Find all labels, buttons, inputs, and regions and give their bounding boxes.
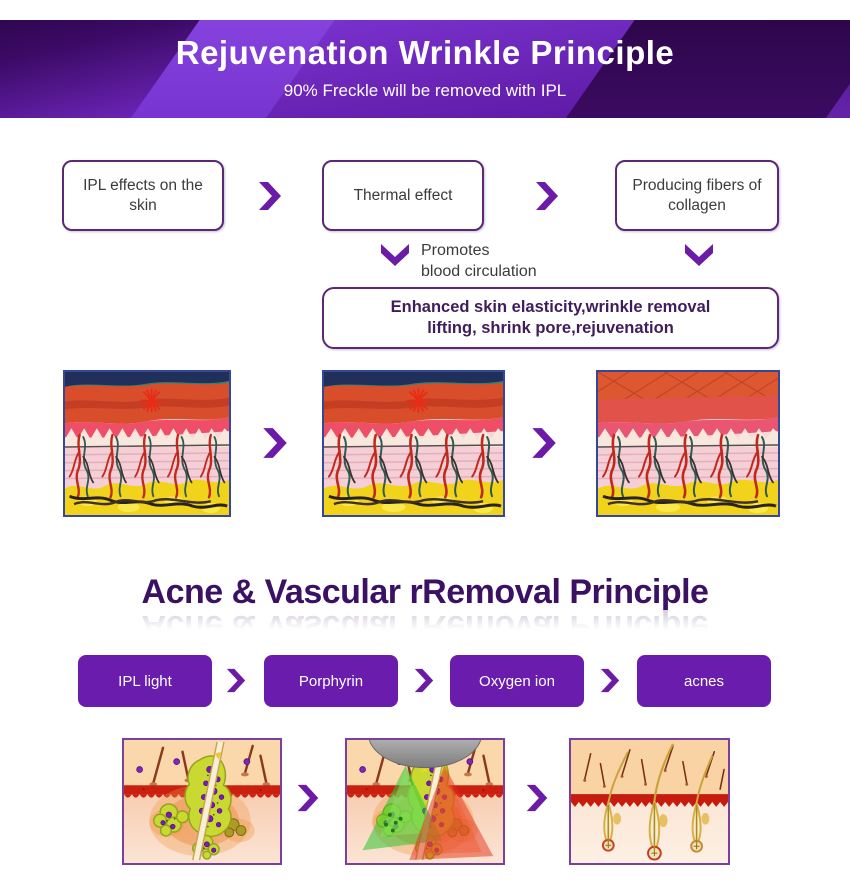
acne-diagram-2 [345, 738, 505, 865]
step-button-oxygen-ion: Oxygen ion [450, 655, 584, 707]
chevron-right-icon [536, 182, 558, 210]
chevron-right-icon [259, 182, 281, 210]
skin-diagram-2 [322, 370, 505, 517]
step-label: Thermal effect [353, 186, 453, 204]
acne-section-title-reflection: Acne & Vascular rRemoval Principle [141, 608, 709, 646]
step-button-label: IPL light [118, 672, 172, 690]
chevron-down-icon [685, 244, 713, 266]
result-line2: lifting, shrink pore,rejuvenation [427, 319, 674, 337]
chevron-right-icon [600, 668, 620, 693]
chevron-right-icon [414, 668, 434, 693]
acne-section-title: Acne & Vascular rRemoval Principle [141, 573, 709, 611]
skin-diagram-1 [63, 370, 231, 517]
banner-subtitle: 90% Freckle will be removed with IPL [283, 81, 567, 100]
chevron-right-icon [263, 428, 287, 458]
result-line1: Enhanced skin elasticity,wrinkle removal [390, 298, 711, 316]
chevron-right-icon [526, 784, 548, 812]
step-button-ipl-light: IPL light [78, 655, 212, 707]
step-button-porphyrin: Porphyrin [264, 655, 398, 707]
chevron-right-icon [532, 428, 556, 458]
promotes-note-line1: Promotes [421, 242, 490, 259]
chevron-right-icon [297, 784, 319, 812]
skin-diagram-3 [596, 370, 780, 517]
result-box: Enhanced skin elasticity,wrinkle removal… [322, 287, 779, 349]
step-button-label: Oxygen ion [479, 672, 555, 690]
chevron-down-icon [381, 244, 409, 266]
promotes-note: Promotes blood circulation [421, 240, 537, 282]
banner: Rejuvenation Wrinkle Principle 90% Freck… [0, 20, 850, 118]
step-box-thermal-effect: Thermal effect [322, 160, 484, 231]
step-button-label: Porphyrin [298, 672, 364, 690]
step-button-acnes: acnes [637, 655, 771, 707]
promotes-note-line2: blood circulation [421, 263, 537, 280]
step-label: Producing fibers of collagen [632, 176, 762, 214]
chevron-right-icon [226, 668, 246, 693]
acne-diagram-1 [122, 738, 282, 865]
acne-diagram-3 [569, 738, 730, 865]
step-button-label: acnes [683, 672, 725, 690]
banner-title: Rejuvenation Wrinkle Principle [175, 34, 675, 71]
step-box-ipl-effects: IPL effects on the skin [62, 160, 224, 231]
step-label: IPL effects on the skin [83, 176, 203, 214]
step-box-collagen: Producing fibers of collagen [615, 160, 779, 231]
